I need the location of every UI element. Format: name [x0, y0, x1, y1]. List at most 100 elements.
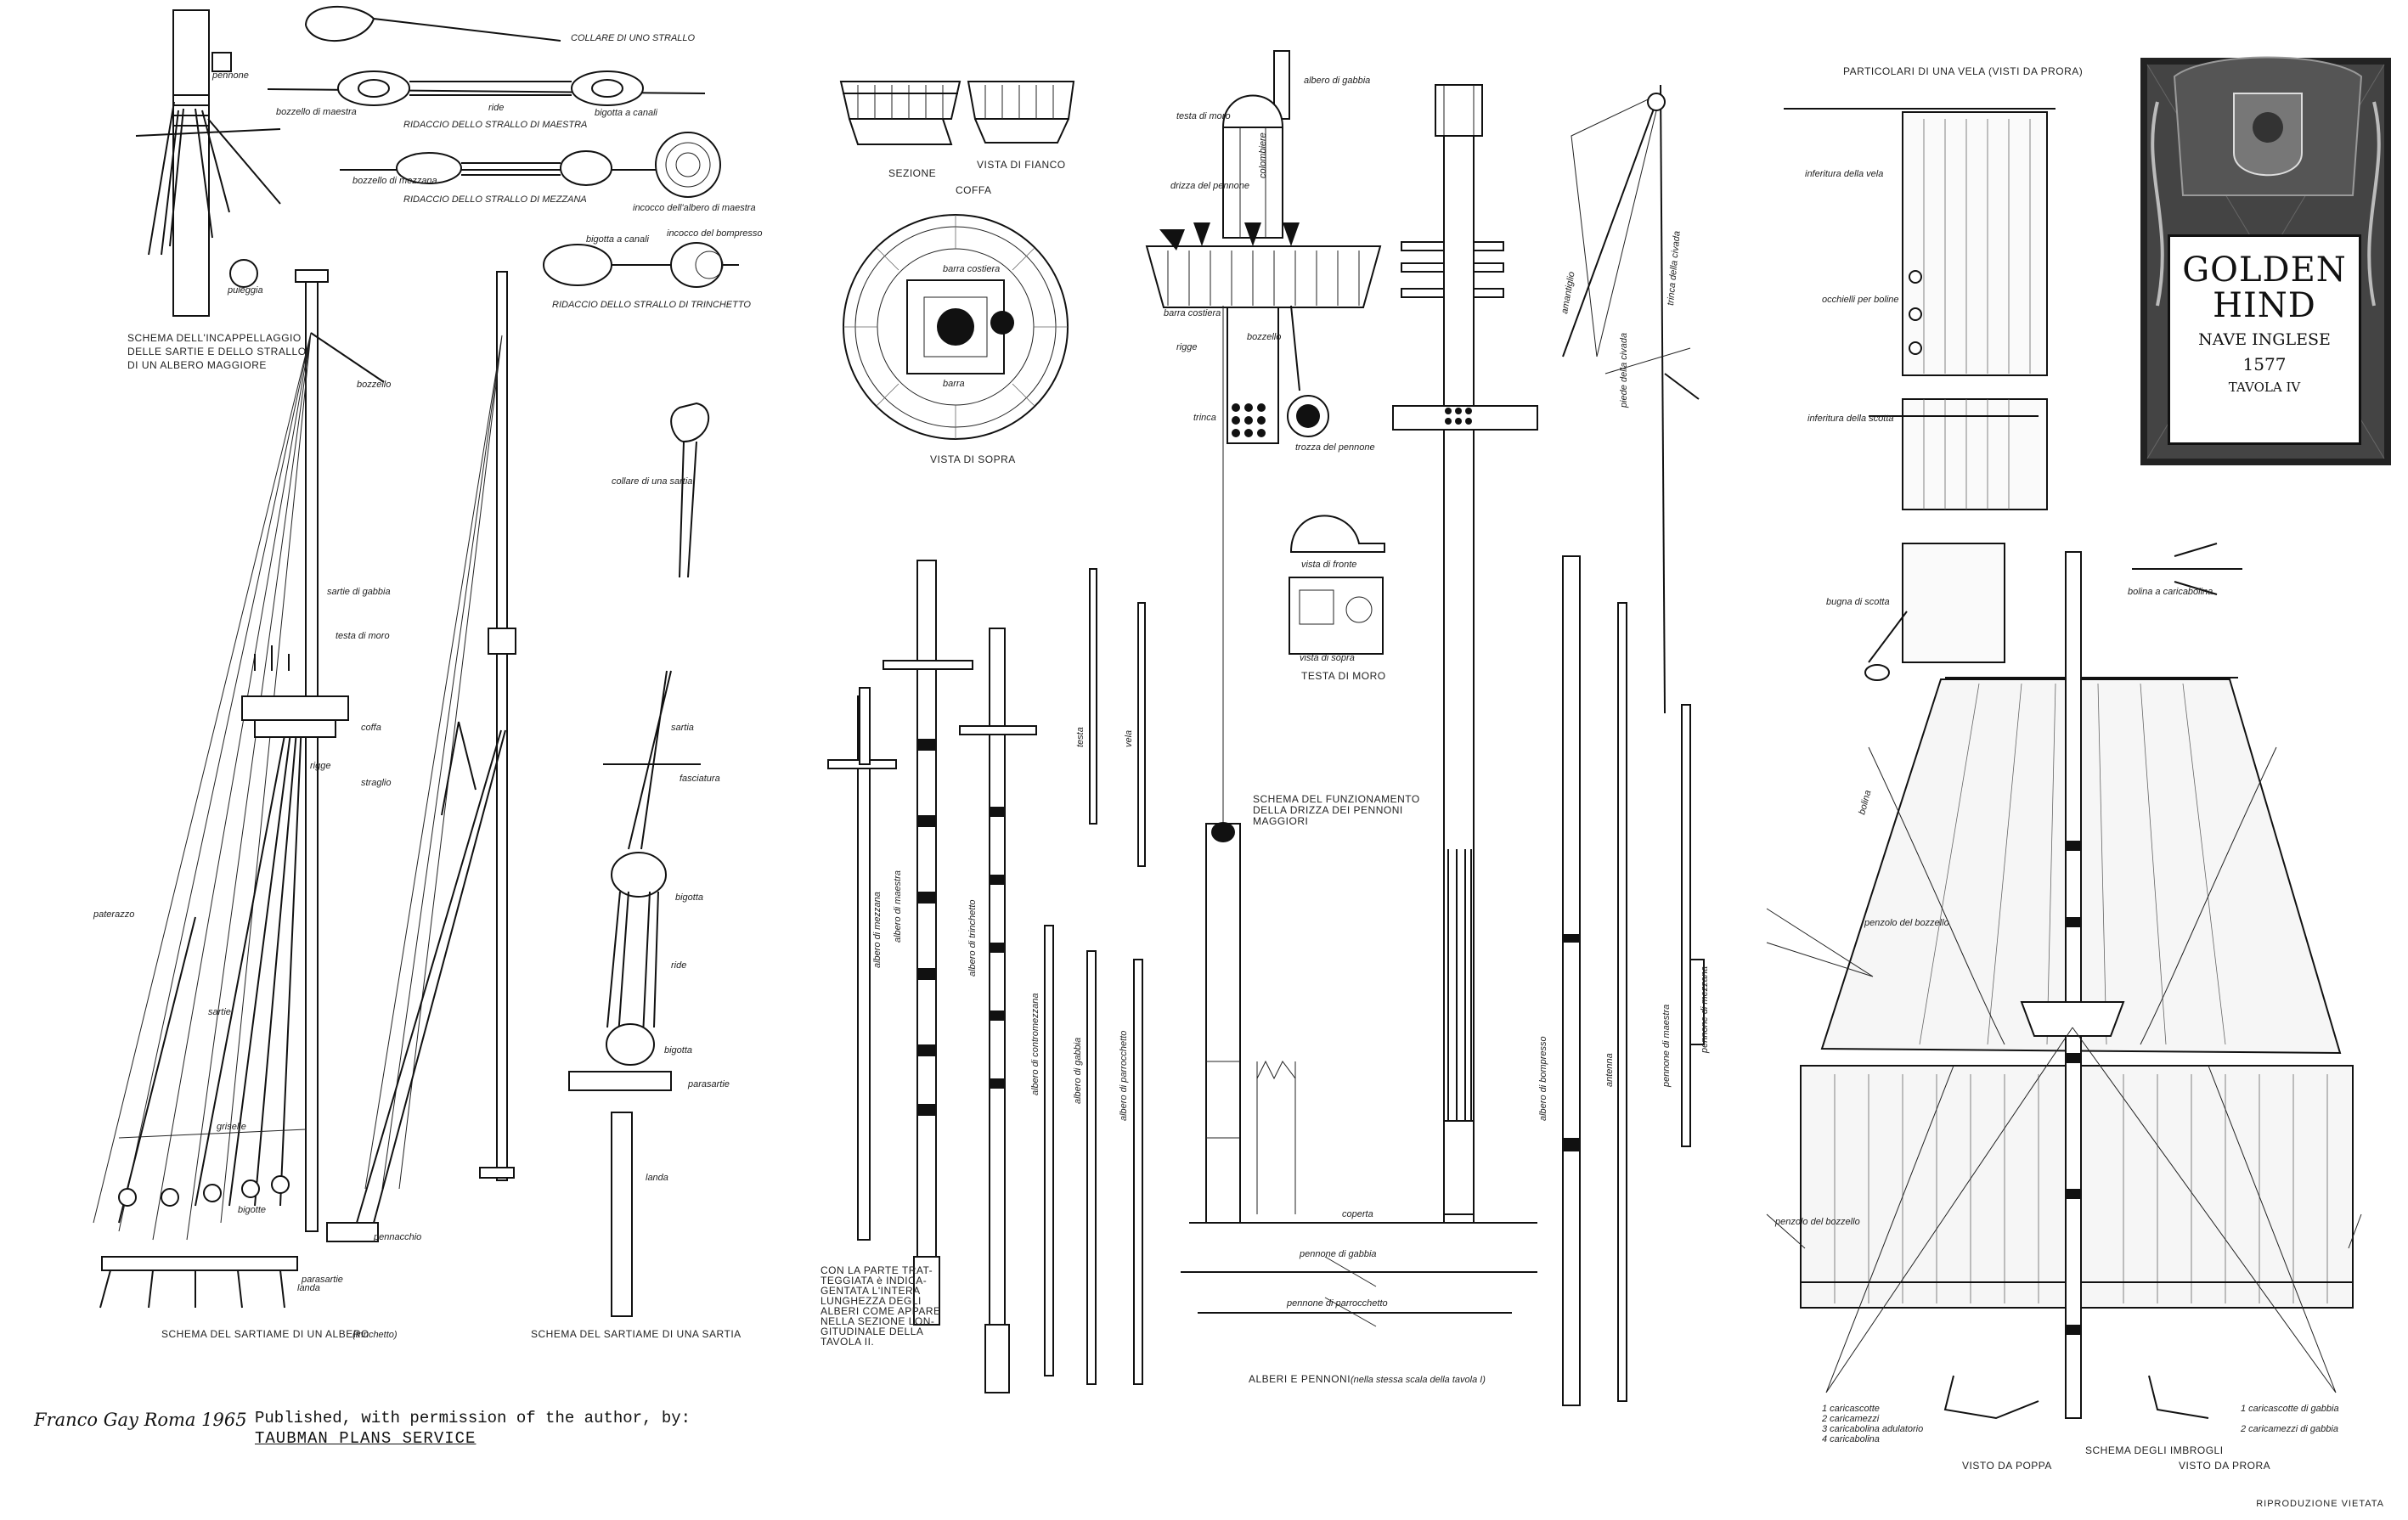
stay-label: straglio: [361, 778, 391, 788]
mizzen-yard-label: pennone di mezzana: [1700, 966, 1710, 1054]
bow-view-label: VISTO DA PRORA: [2179, 1460, 2270, 1472]
shroud-caption-3: DI UN ALBERO MAGGIORE: [127, 359, 267, 371]
section-label: SEZIONE: [888, 167, 936, 179]
deck-label: coperta: [1342, 1209, 1373, 1219]
halyard-caption-1: SCHEMA DEL FUNZIONAMENTO: [1253, 793, 1420, 805]
coffa-caption: COFFA: [956, 184, 992, 196]
forestay-label: RIDACCIO DELLO STRALLO DI TRINCHETTO: [552, 300, 751, 310]
title-subtitle: NAVE INGLESE: [2198, 330, 2331, 349]
published-line: Published, with permission of the author…: [255, 1409, 691, 1427]
tackle-label: puleggia: [227, 285, 263, 296]
mh-wooldings-label: trinca: [1193, 413, 1216, 423]
legend-left-item: 3 caricabolina adulatorio: [1822, 1424, 1923, 1434]
sail-detail-drawing: PARTICOLARI DI UNA VELA (VISTI DA PRORA)…: [1784, 65, 2242, 681]
chains-label: landa: [297, 1283, 320, 1293]
rigging-caption: SCHEMA DEL SARTIAME DI UN ALBERO: [161, 1328, 369, 1340]
spars-caption: ALBERI E PENNONI: [1249, 1373, 1351, 1385]
mh-block-label: bozzello: [1247, 332, 1281, 342]
mh-tie-label: drizza del pennone: [1170, 181, 1249, 191]
lanyard-label-detail: ride: [671, 960, 686, 971]
cringles-label: occhielli per boline: [1822, 295, 1899, 305]
stay-main-label: RIDACCIO DELLO STRALLO DI MAESTRA: [403, 120, 587, 130]
collar-detail: pennone puleggia SCHEMA DELL'INCAPPELLAG…: [127, 9, 307, 371]
cap-caption: TESTA DI MORO: [1301, 670, 1386, 682]
halyard-caption-3: MAGGIORI: [1253, 815, 1308, 827]
short-spar-2: [1137, 602, 1146, 867]
block-label: bozzello di maestra: [276, 107, 357, 117]
reef-label: inferitura della scotta: [1807, 414, 1894, 424]
topmast-spar: [1086, 950, 1097, 1385]
sail-plan-caption: SCHEMA DEGLI IMBROGLI: [2085, 1444, 2224, 1456]
top-block-label: bozzello: [357, 380, 391, 390]
seizing-label: fasciatura: [680, 774, 720, 784]
shroud-caption-2: DELLE SARTIE E DELLO STRALLO: [127, 346, 307, 357]
deadeye-label-detail: bigotta: [675, 892, 703, 903]
sprit-topmast-label: albero di contromezzana: [1030, 994, 1040, 1095]
footnote-line: GENTATA L'INTERA: [821, 1285, 921, 1297]
short-spar-2-label: vela: [1124, 730, 1134, 747]
footnote-line: NELLA SEZIONE LON-: [821, 1315, 934, 1327]
footnote-line: ALBERI COME APPARE: [821, 1305, 941, 1317]
topgallant-label: albero di parrocchetto: [1119, 1031, 1129, 1121]
mh-cheek-label: colombiere: [1258, 132, 1268, 178]
collar-label: collare di una sartia: [612, 476, 692, 487]
sail-plan-drawing: bolina penzolo del bozzello penzolo del …: [1766, 551, 2362, 1472]
clew-gabbia-label: penzolo del bozzello: [1864, 918, 1949, 928]
crosstrees-label: rigge: [310, 761, 330, 771]
standing-rigging-drawing: bozzello sartie di gabbia testa di moro …: [93, 269, 516, 1340]
mh-trestle-label: barra costiera: [1164, 308, 1221, 318]
main-mast: [883, 560, 973, 1326]
deadeye2-label: bigotta a canali: [586, 234, 650, 245]
spar1-label: pennone di gabbia: [1299, 1249, 1377, 1259]
topgallant-spar: [1133, 959, 1143, 1385]
mast-foot-label: incocco dell'albero di maestra: [633, 203, 756, 213]
reproduction-note: RIPRODUZIONE VIETATA: [2256, 1499, 2384, 1509]
legend-right-item: 1 caricascotte di gabbia: [2241, 1404, 2339, 1414]
collar-title: COLLARE DI UNO STRALLO: [571, 33, 696, 43]
top-view-label: vista di sopra: [1300, 653, 1355, 663]
pennant-label: pennone: [211, 70, 249, 81]
bowsprit-mast-label: albero di bompresso: [1538, 1036, 1548, 1121]
futtock-label: pennacchio: [373, 1232, 421, 1242]
author-signature: Franco Gay Roma 1965: [34, 1410, 247, 1430]
legend-left-item: 4 caricabolina: [1822, 1434, 1880, 1444]
shroud-detail-drawing: collare di una sartia sartia fasciatura …: [531, 402, 742, 1340]
sprit-topmast: [1044, 925, 1054, 1376]
side-view-label: VISTA DI FIANCO: [977, 159, 1066, 171]
clew-label: bugna di scotta: [1826, 597, 1890, 607]
shrouds-label: sartie: [208, 1007, 231, 1017]
bowsprit-drawing: amantiglio trinca della civada piede del…: [1538, 84, 1710, 1406]
mh-parrel-label: trozza del pennone: [1295, 442, 1375, 453]
mh-topmast-label: albero di gabbia: [1304, 76, 1370, 86]
title-plate: TAVOLA IV: [2228, 380, 2301, 395]
masts-footnote: CON LA PARTE TRAT- TEGGIATA è INDICA- GE…: [821, 1264, 941, 1348]
heel-label: piede della civada: [1619, 333, 1629, 408]
shroud-detail-caption: SCHEMA DEL SARTIAME DI UNA SARTIA: [531, 1328, 742, 1340]
front-view-label: vista di fronte: [1301, 560, 1356, 570]
stern-view-label: VISTO DA POPPA: [1962, 1460, 2052, 1472]
top-views-drawing: SEZIONE VISTA DI FIANCO COFFA barra cost…: [839, 81, 1075, 465]
mh-crosstree-label: rigge: [1176, 342, 1197, 352]
masthead-drawing: albero di gabbia testa di moro drizza de…: [1145, 50, 1538, 1385]
title-line-2: HIND: [2213, 286, 2316, 325]
legend-right: 1 caricascotte di gabbia 2 caricamezzi d…: [2240, 1404, 2339, 1434]
deadeye-label: bigotta a canali: [595, 108, 658, 118]
clew-main-label: penzolo del bozzello: [1774, 1217, 1860, 1227]
mh-cap-label: testa di moro: [1176, 111, 1231, 121]
fore-mast: [959, 628, 1037, 1393]
top-label: coffa: [361, 723, 381, 733]
mizzen-label: albero di mezzana: [872, 892, 883, 968]
title-line-1: GOLDEN: [2182, 251, 2347, 290]
topmast-label: albero di gabbia: [1073, 1038, 1083, 1104]
shroud-caption-1: SCHEMA DELL'INCAPPELLAGGIO: [127, 332, 302, 344]
short-spar-1-label: testa: [1075, 727, 1086, 747]
short-spar-1: [1089, 568, 1097, 825]
channel-label: parasartie: [687, 1079, 730, 1089]
plan-view-label: VISTA DI SOPRA: [930, 453, 1016, 465]
shroud-label: sartia: [671, 723, 694, 733]
yard-label: antenna: [1604, 1053, 1615, 1087]
ratline-label: griselle: [217, 1122, 246, 1132]
publisher-service: TAUBMAN PLANS SERVICE: [255, 1429, 477, 1448]
